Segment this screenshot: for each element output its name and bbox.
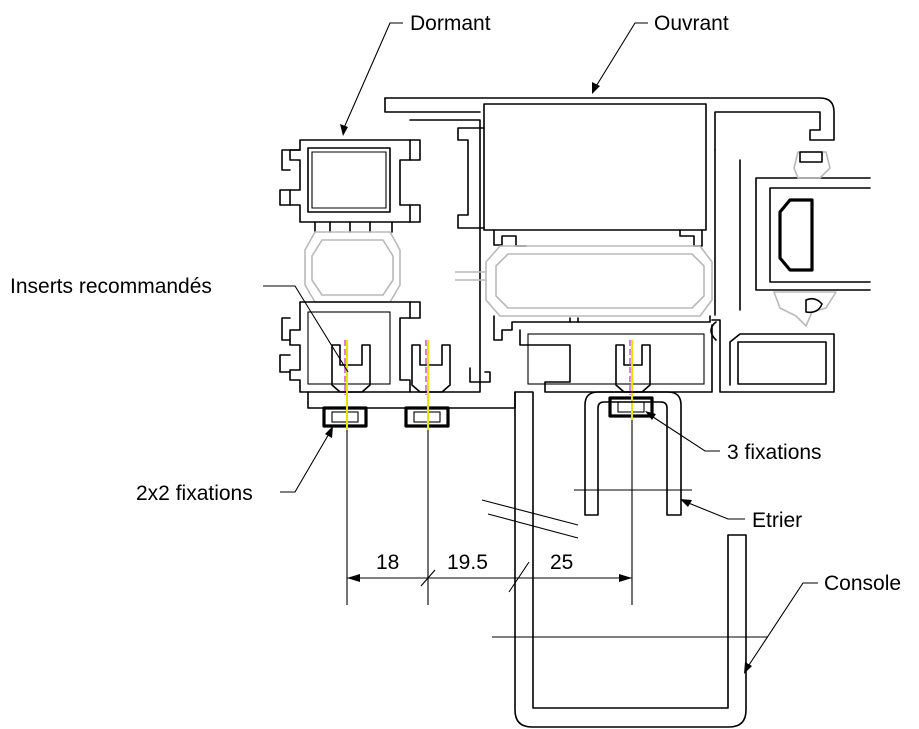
console: [514, 391, 747, 728]
dimension-18: 18: [376, 551, 399, 574]
dimension-19-5: 19.5: [447, 551, 488, 574]
label-ouvrant: Ouvrant: [654, 12, 729, 35]
etrier: [584, 391, 682, 516]
break-lines: [481, 489, 768, 638]
label-2x2-fixations: 2x2 fixations: [136, 482, 253, 505]
leader-lines: [263, 22, 818, 674]
dimension-lines: [346, 420, 633, 605]
label-console: Console: [824, 572, 901, 595]
dormant-profile: [279, 119, 481, 393]
label-3-fixations: 3 fixations: [727, 441, 822, 464]
dimension-25: 25: [550, 551, 573, 574]
label-etrier: Etrier: [752, 509, 802, 532]
label-inserts: Inserts recommandés: [10, 275, 212, 298]
ouvrant-profile: [384, 97, 871, 393]
label-dormant: Dormant: [410, 12, 491, 35]
fixation-axes: [344, 340, 633, 430]
